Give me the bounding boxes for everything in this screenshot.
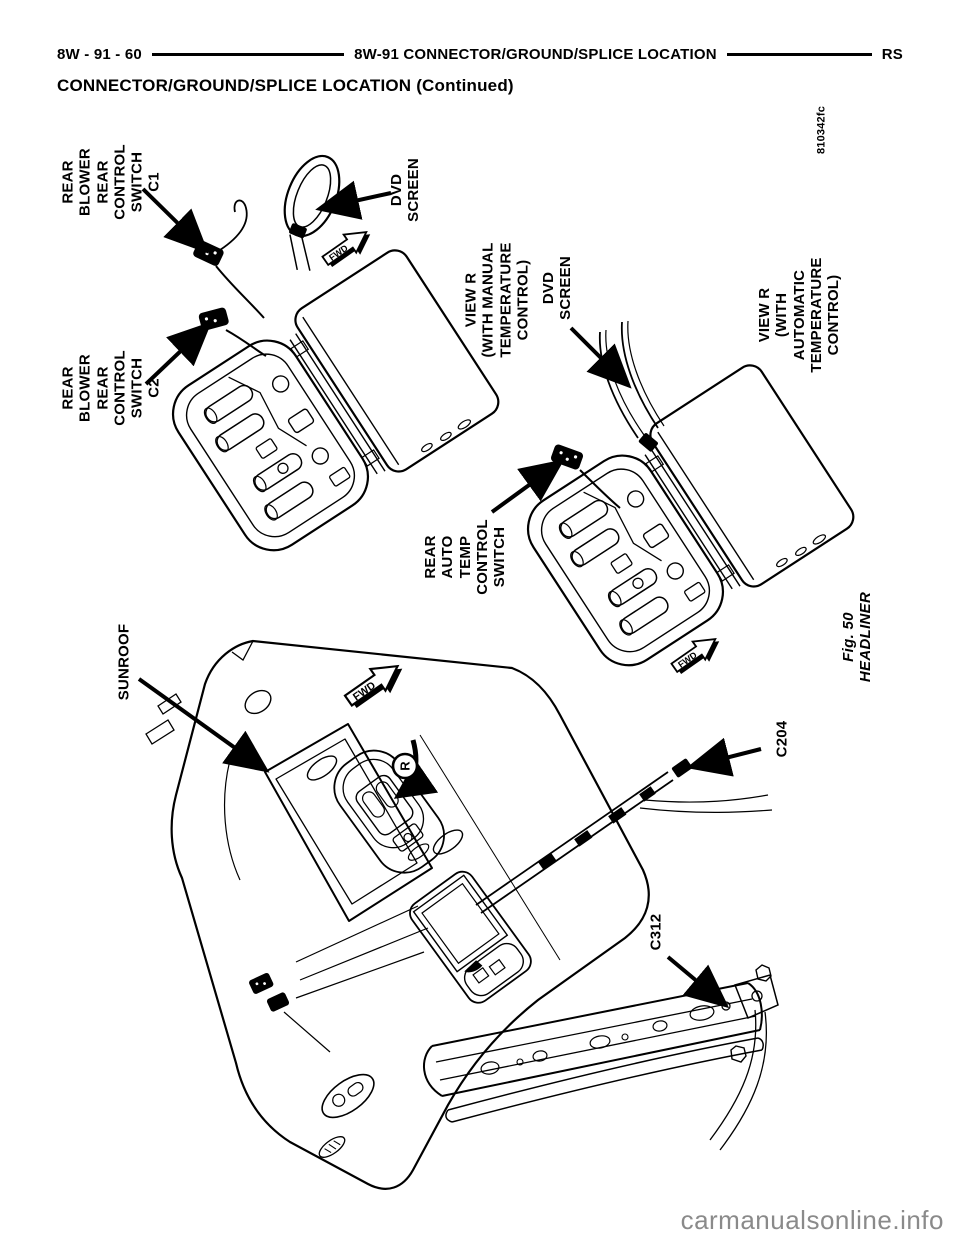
callout-c312: C312 xyxy=(647,913,665,951)
callout-rear-blower-switch-c2: REAR BLOWER REAR CONTROL SWITCH C2 xyxy=(59,350,163,426)
header-rule-left xyxy=(151,53,345,56)
sunroof-opening xyxy=(244,689,433,922)
callout-dvd-screen-right: DVD SCREEN xyxy=(539,256,574,320)
rear-junction-connectors xyxy=(249,905,429,1053)
rear-dvd-mount xyxy=(409,870,532,1004)
fwd-arrow-icon: FWD xyxy=(667,628,727,681)
c204-connector xyxy=(671,758,693,778)
arrow-c204 xyxy=(686,737,762,777)
callout-rear-blower-switch-c1: REAR BLOWER REAR CONTROL SWITCH C1 xyxy=(59,144,163,220)
callout-dvd-screen-top: DVD SCREEN xyxy=(387,158,422,222)
page-header: 8W - 91 - 60 8W-91 CONNECTOR/GROUND/SPLI… xyxy=(57,46,903,63)
figure-caption: Fig. 50 HEADLINER xyxy=(839,591,874,683)
view-r-letter: R xyxy=(398,761,413,771)
callout-rear-auto-temp-switch: REAR AUTO TEMP CONTROL SWITCH xyxy=(421,519,508,595)
view-r-direction-icon: R xyxy=(391,739,439,799)
headliner-outline xyxy=(170,639,650,1190)
arrow-dvd-screen-right xyxy=(569,326,632,389)
callout-c204: C204 xyxy=(773,720,791,758)
watermark: carmanualsonline.info xyxy=(680,1205,944,1235)
callout-arrows xyxy=(137,180,762,1009)
roof-harness xyxy=(475,758,773,914)
page-ref: 8W - 91 - 60 xyxy=(57,46,142,63)
c312-connector xyxy=(721,1001,731,1011)
rear-console-automatic-drawing: FWD xyxy=(512,320,861,681)
rear-switch-plate xyxy=(321,1073,375,1119)
dvd-screen-connector xyxy=(638,433,658,452)
header-rule-right xyxy=(726,53,872,56)
model-code: RS xyxy=(881,46,903,63)
rear-console-manual-drawing: FWD xyxy=(157,154,506,565)
arrow-rear-blower-c1 xyxy=(141,187,209,254)
arrow-c312 xyxy=(666,955,730,1009)
vent-grille xyxy=(318,1136,346,1158)
figure-drawing-number: 810342fc xyxy=(815,105,828,155)
arrow-sunroof xyxy=(137,677,270,773)
arrow-dvd-screen-top xyxy=(315,180,392,220)
section-title: 8W-91 CONNECTOR/GROUND/SPLICE LOCATION xyxy=(354,46,717,63)
callout-sunroof: SUNROOF xyxy=(115,623,133,701)
arrow-rear-blower-c2 xyxy=(144,321,212,386)
page-subtitle: CONNECTOR/GROUND/SPLICE LOCATION (Contin… xyxy=(57,76,514,95)
arrow-rear-auto-temp xyxy=(490,459,565,514)
callout-view-r-automatic: VIEW R (WITH AUTOMATIC TEMPERATURE CONTR… xyxy=(755,257,842,373)
headliner-drawing: R FWD xyxy=(145,639,779,1190)
roof-rail xyxy=(422,964,779,1151)
fwd-arrow-icon: FWD xyxy=(339,652,411,717)
callout-view-r-manual: VIEW R (WITH MANUAL TEMPERATURE CONTROL) xyxy=(462,242,532,358)
